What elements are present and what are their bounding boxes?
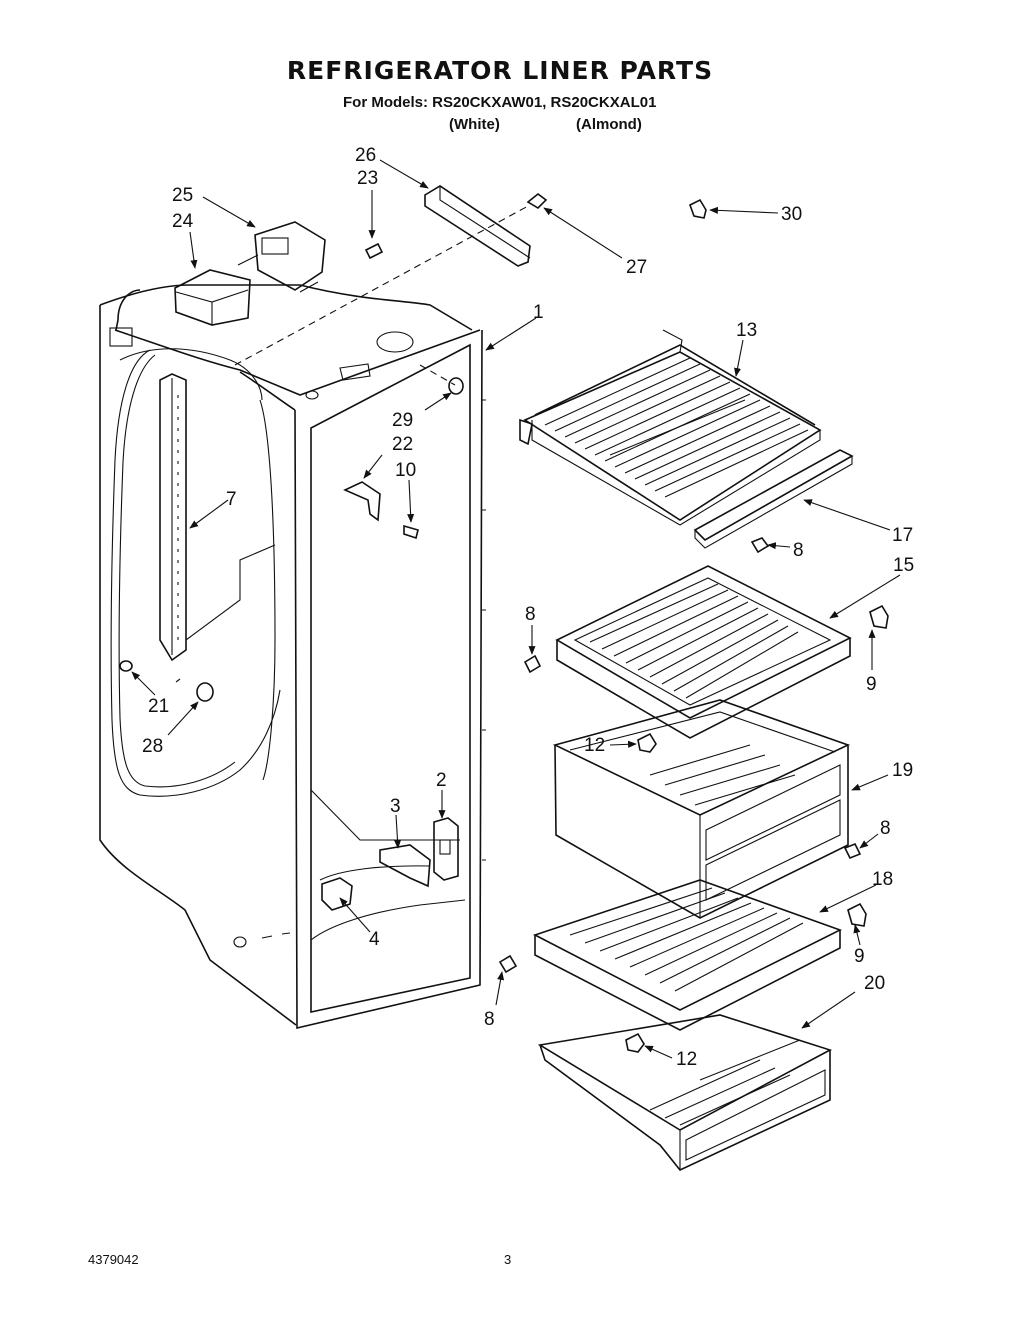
callout-28: 28 [142,736,163,757]
callout-1: 1 [533,302,544,323]
liner-cabinet [99,204,531,1030]
callout-2: 2 [436,770,447,791]
callout-15: 15 [893,555,914,576]
wire-shelf-13 [519,329,822,526]
clips [498,537,889,1053]
callout-22: 22 [392,434,413,455]
callout-4: 4 [369,929,380,950]
leader-lines [131,159,901,1059]
callout-25: 25 [172,185,193,206]
callout-26: 26 [355,145,376,166]
page-number: 3 [504,1252,512,1267]
crisper-cover-15 [555,565,852,739]
parts-2-3-4 [321,817,459,911]
models-line: For Models: RS20CKXAW01, RS20CKXAL01 [343,94,657,111]
doc-number: 4379042 [88,1252,139,1267]
callout-10: 10 [395,460,416,481]
crisper-drawer-19 [552,699,851,919]
callout-8-a: 8 [793,540,804,561]
callout-labels: 26 23 25 24 27 30 1 13 29 22 10 7 17 8 1… [142,145,914,1070]
meat-drawer-20 [537,1014,833,1171]
callout-3: 3 [390,796,401,817]
callout-17: 17 [892,525,913,546]
callout-12-a: 12 [584,735,605,756]
callout-9-a: 9 [866,674,877,695]
callout-20: 20 [864,973,885,994]
callout-9-b: 9 [854,946,865,967]
callout-7: 7 [226,489,237,510]
callout-19: 19 [892,760,913,781]
callout-13: 13 [736,320,757,341]
small-hardware-top [364,185,707,267]
color-white-label: (White) [449,116,500,133]
shelf-rail [159,373,276,662]
page-title: REFRIGERATOR LINER PARTS [286,56,714,85]
color-almond-label: (Almond) [576,116,642,133]
control-housing [174,221,326,326]
crisper-cover-18 [532,879,843,1031]
callout-29: 29 [392,410,413,431]
callout-8-d: 8 [484,1009,495,1030]
bracket-22 [343,377,464,540]
callout-8-b: 8 [525,604,536,625]
shelf-trim-17 [693,449,854,549]
parts-21-28 [119,660,214,702]
callout-24: 24 [172,211,194,232]
callout-27: 27 [626,257,647,278]
callout-12-b: 12 [676,1049,697,1070]
callout-18: 18 [872,869,893,890]
callout-30: 30 [781,204,802,225]
callout-21: 21 [148,696,169,717]
callout-23: 23 [357,168,378,189]
callout-8-c: 8 [880,818,891,839]
